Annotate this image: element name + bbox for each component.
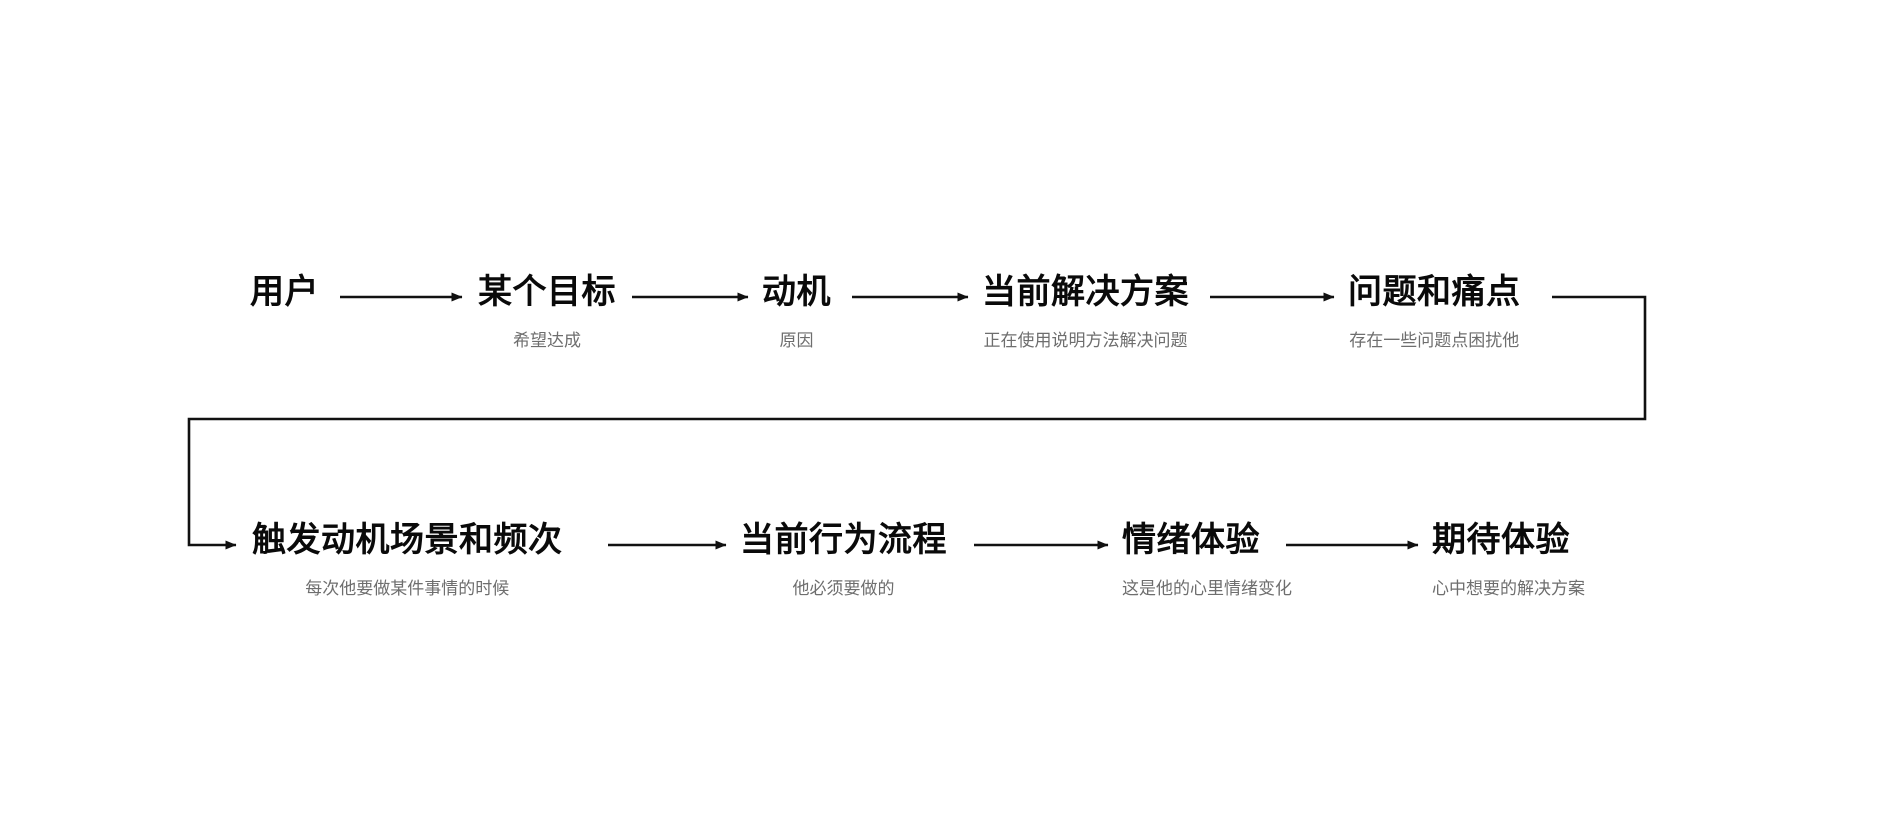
flow-node-label: 用户	[250, 273, 319, 311]
flow-node-trigger-scenario-frequency[interactable]: 触发动机场景和频次 每次他要做某件事情的时候	[252, 520, 563, 600]
flow-node-sublabel: 存在一些问题点困扰他	[1349, 331, 1520, 350]
flow-node-current-behavior-flow[interactable]: 当前行为流程 他必须要做的	[740, 520, 947, 600]
flow-node-sublabel: 每次他要做某件事情的时候	[305, 579, 510, 598]
flow-node-sublabel: 心中想要的解决方案	[1432, 579, 1585, 598]
flow-node-sublabel: 原因	[779, 331, 814, 350]
flow-node-sublabel: 正在使用说明方法解决问题	[983, 331, 1188, 350]
flow-node-sublabel: 他必须要做的	[792, 579, 895, 598]
flow-node-sublabel: 希望达成	[513, 331, 581, 350]
flow-node-label: 当前行为流程	[740, 521, 947, 559]
flow-node-goal[interactable]: 某个目标 希望达成	[478, 272, 616, 352]
flow-node-current-solution[interactable]: 当前解决方案 正在使用说明方法解决问题	[982, 272, 1189, 352]
flow-node-label: 期待体验	[1432, 521, 1570, 559]
flow-node-problems-painpoints[interactable]: 问题和痛点 存在一些问题点困扰他	[1348, 272, 1521, 352]
flow-node-sublabel: 这是他的心里情绪变化	[1122, 579, 1292, 598]
flow-node-expected-experience[interactable]: 期待体验 心中想要的解决方案	[1432, 520, 1585, 600]
flow-node-emotional-experience[interactable]: 情绪体验 这是他的心里情绪变化	[1122, 520, 1292, 600]
flow-node-label: 某个目标	[478, 273, 616, 311]
flow-node-label: 情绪体验	[1122, 521, 1260, 559]
flow-node-motivation[interactable]: 动机 原因	[762, 272, 831, 352]
flow-node-label: 当前解决方案	[982, 273, 1189, 311]
flow-node-user[interactable]: 用户	[250, 272, 319, 312]
flow-node-label: 触发动机场景和频次	[252, 521, 563, 559]
flow-node-label: 问题和痛点	[1348, 273, 1521, 311]
flow-node-label: 动机	[762, 273, 831, 311]
